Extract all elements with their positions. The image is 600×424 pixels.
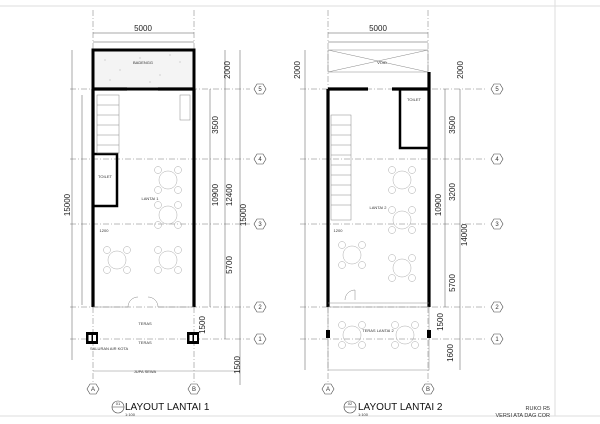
plan-title: LAYOUT LANTAI 1 <box>125 402 210 413</box>
front-door <box>127 296 159 308</box>
grid-label-2: 2 <box>495 305 499 311</box>
version-note: VERSI ATA DAG COR <box>495 413 550 419</box>
grid-label-a: A <box>326 387 330 393</box>
room-label-toilet: TOILET <box>407 97 421 102</box>
dim-top-left: 2000 <box>293 61 302 79</box>
project-name: RUKO R5 <box>526 406 550 412</box>
plan-number: 02 <box>348 401 353 406</box>
room-label-toilet: TOILET <box>98 174 112 179</box>
void-area <box>327 49 429 73</box>
dim-bottom: 1500 <box>233 356 242 374</box>
grid-label-b: B <box>426 387 430 393</box>
dim-top: 2000 <box>223 61 232 79</box>
grid-label-3: 3 <box>258 222 262 228</box>
dim-2-1: 1500 <box>198 316 207 334</box>
room-label-terrace: TERAS LANTAI 2 <box>362 328 394 333</box>
grid-label-1: 1 <box>495 337 499 343</box>
garden-area <box>91 48 196 91</box>
dim-total: 15000 <box>63 193 72 216</box>
dim-bottom: 1600 <box>446 344 455 362</box>
dim-width: 5000 <box>134 24 152 33</box>
grid-label-4: 4 <box>495 157 499 163</box>
stairs <box>96 94 120 154</box>
room-label-terrace-1: TERAS <box>138 321 152 326</box>
toilet-room <box>91 152 119 208</box>
room-label-sidewalk: JUPA SEWA <box>134 369 157 374</box>
grid-label-3: 3 <box>495 222 499 228</box>
plan-scale: 1:100 <box>125 412 136 417</box>
plan-title: LAYOUT LANTAI 2 <box>358 402 443 413</box>
kitchen-counter <box>179 94 191 121</box>
toilet-room <box>398 89 429 150</box>
room-label-main: LANTAI 2 <box>369 205 387 210</box>
room-label-void: VOID <box>377 60 387 65</box>
dim-total-inner: 10900 <box>211 183 220 206</box>
dim-total-right: 15000 <box>239 203 248 226</box>
dim-width: 5000 <box>369 24 387 33</box>
dim-top: 2000 <box>456 61 465 79</box>
dim-2-1: 1500 <box>436 313 445 331</box>
dim-5-4: 3500 <box>211 116 220 134</box>
grid-label-5: 5 <box>258 87 262 93</box>
plan-scale: 1:100 <box>358 412 369 417</box>
grid-label-a: A <box>91 387 95 393</box>
dim-4-3: 3200 <box>448 183 457 201</box>
room-label-terrace-2: TERAS <box>138 340 152 345</box>
room-label-main: LANTAI 1 <box>141 196 159 201</box>
grid-bubbles <box>321 83 504 395</box>
dim-stair-gap: 1200 <box>100 228 110 233</box>
dim-total-mid: 12400 <box>225 183 234 206</box>
dim-3-2: 5700 <box>448 274 457 292</box>
exterior-walls <box>326 72 431 307</box>
balcony-door <box>344 289 356 301</box>
plan-lantai-2: VOID TOILET LANTAI 2 TERAS LANTAI 2 5000… <box>293 10 504 417</box>
grid-label-5: 5 <box>495 87 499 93</box>
dim-total: 14000 <box>460 223 469 246</box>
grid-label-b: B <box>192 387 196 393</box>
columns <box>86 332 199 344</box>
table-sets <box>103 166 182 274</box>
grid-bubbles <box>86 83 267 395</box>
table-sets <box>338 166 419 349</box>
dim-stair-gap: 1200 <box>334 228 344 233</box>
grid-label-4: 4 <box>258 157 262 163</box>
plan-number: 01 <box>116 401 121 406</box>
plan-lantai-1: BADENGG TOILET LANTAI 1 TERAS TERAS <box>63 10 267 417</box>
room-label-garden: BADENGG <box>133 60 153 65</box>
stairs <box>330 114 352 221</box>
grid-label-2: 2 <box>258 305 262 311</box>
room-label-drain: SALURAN AIR KOTA <box>90 346 128 351</box>
dim-5-4: 3500 <box>448 116 457 134</box>
dim-3-2: 5700 <box>225 256 234 274</box>
grid-label-1: 1 <box>258 337 262 343</box>
dim-total-inner: 10900 <box>434 193 443 216</box>
title-block: RUKO R5 VERSI ATA DAG COR <box>495 0 556 419</box>
